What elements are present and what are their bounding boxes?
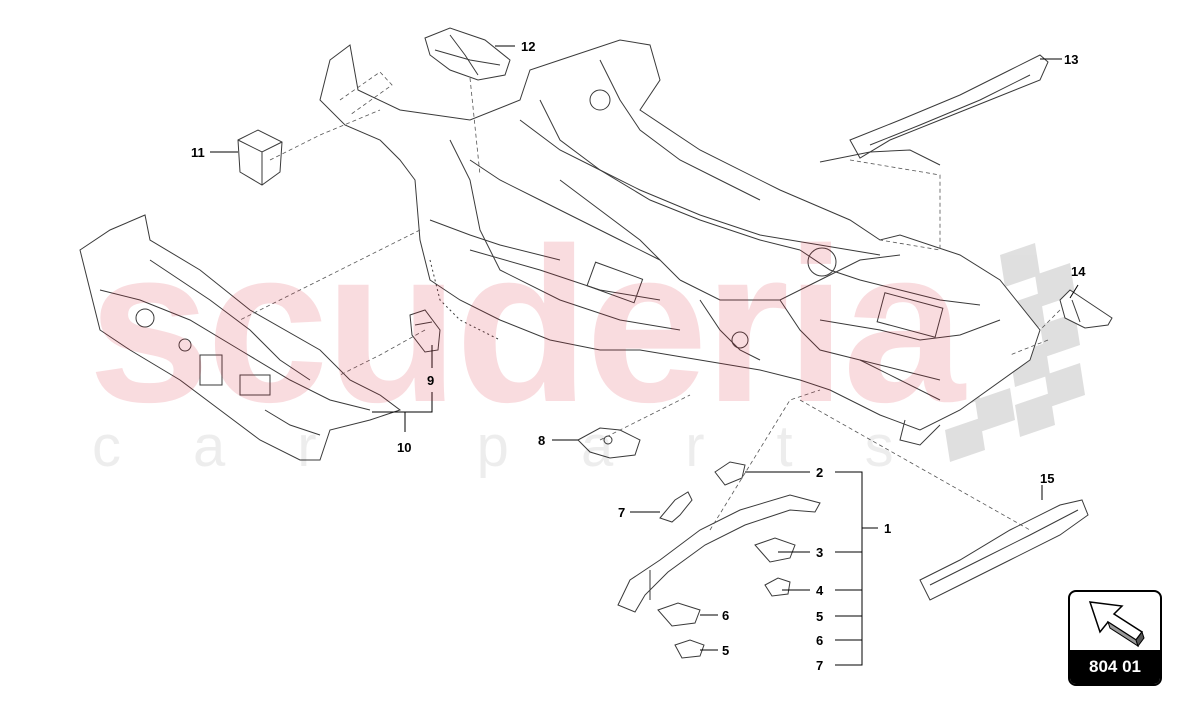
callout-5-list: 5 xyxy=(816,609,824,624)
callout-5-left: 5 xyxy=(722,643,730,658)
dashed-leaders xyxy=(239,71,1061,531)
arrow-icon xyxy=(1088,601,1145,648)
part-1-sill xyxy=(617,494,821,613)
part-2 xyxy=(714,461,746,486)
part-11-mount xyxy=(237,129,283,186)
part-13-rail xyxy=(819,54,1049,166)
callout-11: 11 xyxy=(191,145,205,160)
callout-9: 9 xyxy=(427,373,435,388)
part-14-bracket xyxy=(1059,289,1113,329)
part-15-rail xyxy=(919,499,1089,601)
callout-2: 2 xyxy=(816,465,824,480)
part-9-bracket xyxy=(409,309,441,353)
part-4 xyxy=(764,577,791,597)
part-6-lower xyxy=(657,602,701,627)
callout-6-left: 6 xyxy=(722,608,730,623)
part-3 xyxy=(754,537,796,563)
callout-14: 14 xyxy=(1071,264,1086,279)
callout-12: 12 xyxy=(521,39,536,54)
callout-10: 10 xyxy=(397,440,412,455)
part-8-bracket xyxy=(577,427,641,459)
solid-leaders xyxy=(210,45,1079,666)
reference-box: 804 01 xyxy=(1068,590,1162,686)
callout-7-list: 7 xyxy=(816,658,824,673)
watermark-scuderia: scuderia xyxy=(88,202,965,448)
watermark-car-parts: car parts xyxy=(92,414,966,479)
part-5-lower xyxy=(674,639,705,659)
main-floor-assembly xyxy=(319,39,1041,446)
part-12-bracket xyxy=(424,27,511,81)
part-7-upper xyxy=(659,491,693,523)
callout-15: 15 xyxy=(1040,471,1055,486)
callout-1: 1 xyxy=(884,521,892,536)
callout-4: 4 xyxy=(816,583,824,598)
callout-3: 3 xyxy=(816,545,824,560)
part-10-bulkhead xyxy=(79,214,402,461)
reference-code: 804 01 xyxy=(1070,650,1160,684)
callout-7-left: 7 xyxy=(618,505,626,520)
callout-13: 13 xyxy=(1064,52,1079,67)
callout-6-list: 6 xyxy=(816,633,824,648)
callout-8: 8 xyxy=(538,433,546,448)
